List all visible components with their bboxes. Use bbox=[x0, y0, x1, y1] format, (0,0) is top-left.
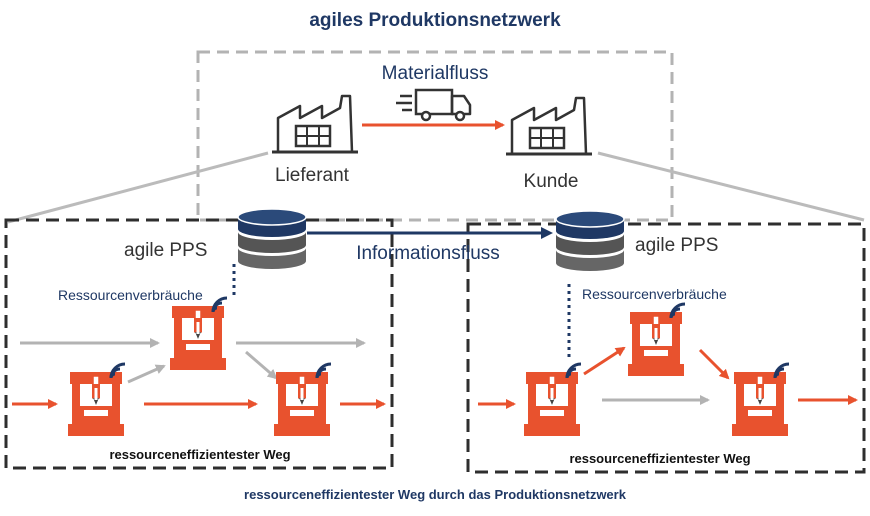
right-path-label: ressourceneffizientester Weg bbox=[569, 451, 750, 466]
right-plant-box bbox=[466, 222, 866, 474]
customer-label: Kunde bbox=[524, 171, 579, 192]
right-pps-label: agile PPS bbox=[635, 235, 718, 256]
supplier-label: Lieferant bbox=[275, 165, 350, 186]
material-flow-label: Materialfluss bbox=[382, 63, 489, 84]
truck-icon bbox=[396, 88, 472, 122]
machine-icon-left-top bbox=[169, 305, 227, 371]
machine-icon-right-top bbox=[627, 311, 685, 377]
footer-caption: ressourceneffizientester Weg durch das P… bbox=[244, 487, 627, 502]
machine-icon-left-3 bbox=[273, 371, 331, 437]
database-icon-right bbox=[555, 210, 625, 272]
left-pps-label: agile PPS bbox=[124, 240, 207, 261]
machine-icon-left-1 bbox=[67, 371, 125, 437]
left-path-label: ressourceneffizientester Weg bbox=[109, 447, 290, 462]
database-icon-left bbox=[237, 208, 307, 270]
left-resource-label: Ressourcenverbräuche bbox=[58, 287, 203, 303]
information-flow-label: Informationsfluss bbox=[356, 243, 500, 264]
right-resource-label: Ressourcenverbräuche bbox=[582, 286, 727, 302]
diagram-title: agiles Produktionsnetzwerk bbox=[309, 10, 561, 31]
right-orange-arrow-up bbox=[583, 346, 626, 376]
machine-icon-right-3 bbox=[731, 371, 789, 437]
connector-line-left bbox=[7, 151, 269, 224]
left-plant-box bbox=[4, 218, 394, 470]
right-orange-arrow-down bbox=[698, 348, 730, 380]
left-gray-arrow-up bbox=[127, 364, 166, 384]
connector-line-right bbox=[597, 151, 865, 222]
factory-icon-supplier bbox=[270, 94, 360, 154]
network-top-box bbox=[196, 50, 674, 222]
machine-icon-right-1 bbox=[523, 371, 581, 437]
left-gray-arrow-down bbox=[245, 350, 278, 380]
factory-icon-customer bbox=[504, 96, 594, 156]
